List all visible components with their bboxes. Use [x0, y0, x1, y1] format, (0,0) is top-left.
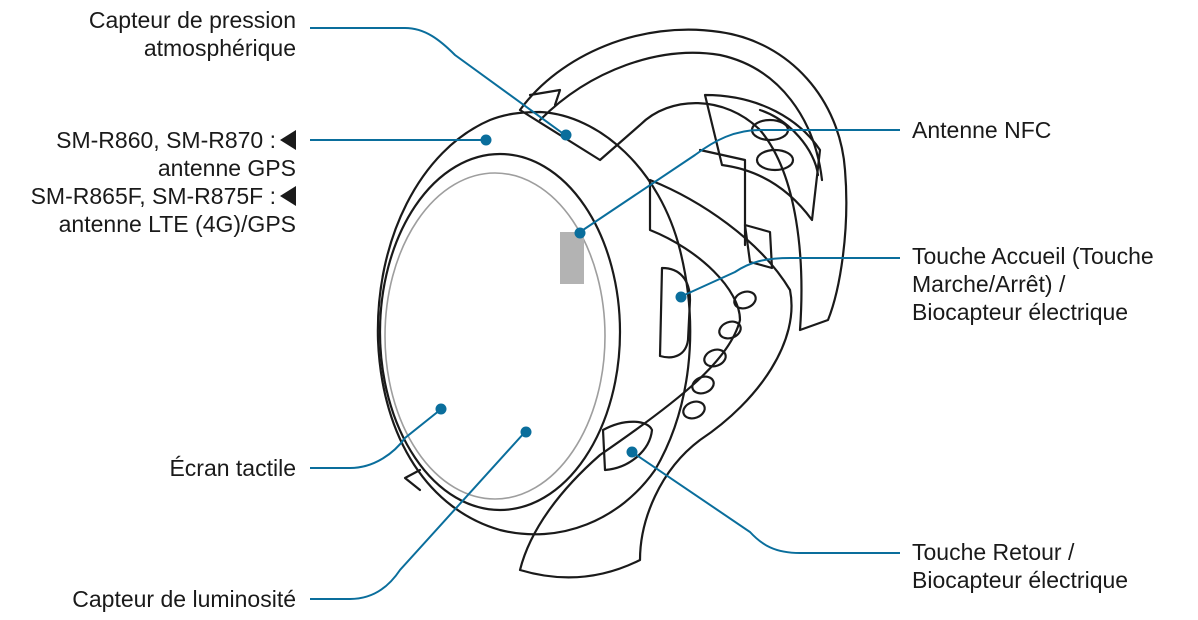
dot-light-sensor	[520, 426, 532, 438]
label-gps-antenna: SM-R860, SM-R870 : antenne GPS SM-R865F,…	[31, 126, 296, 238]
label-home-key-line1: Touche Accueil (Touche	[912, 243, 1154, 269]
bezel	[378, 152, 622, 512]
label-back-key-line1: Touche Retour /	[912, 539, 1075, 565]
nfc-area	[560, 232, 584, 284]
leader-touch-screen	[310, 409, 441, 469]
leader-nfc-antenna	[579, 129, 900, 233]
leader-back-key	[631, 451, 900, 554]
label-home-key-line3: Biocapteur électrique	[912, 299, 1129, 325]
label-touch-screen: Écran tactile	[169, 455, 296, 481]
pointer-triangle-icon	[280, 130, 296, 150]
leader-home-key	[679, 257, 900, 298]
watch-case	[376, 110, 692, 536]
label-home-key-line2: Marche/Arrêt) /	[912, 271, 1066, 297]
label-gps-model-b-desc: antenne LTE (4G)/GPS	[58, 211, 296, 237]
label-home-key: Touche Accueil (Touche Marche/Arrêt) / B…	[912, 242, 1154, 326]
dot-gps-antenna	[480, 134, 492, 146]
label-gps-model-a: SM-R860, SM-R870 :	[31, 126, 296, 154]
leader-light-sensor	[310, 431, 526, 600]
leader-lines	[310, 27, 900, 600]
leader-dots	[435, 129, 687, 458]
label-back-key: Touche Retour / Biocapteur électrique	[912, 538, 1128, 594]
dot-nfc-antenna	[574, 227, 586, 239]
label-gps-model-b-text: SM-R865F, SM-R875F :	[30, 183, 276, 209]
label-gps-model-a-desc: antenne GPS	[157, 155, 296, 181]
label-pressure-sensor: Capteur de pression atmosphérique	[89, 6, 296, 62]
back-key-shape	[601, 420, 654, 472]
dot-touch-screen	[435, 403, 447, 415]
pointer-triangle-icon	[280, 186, 296, 206]
label-gps-model-b: SM-R865F, SM-R875F :	[31, 182, 296, 210]
strap-lower	[518, 178, 793, 579]
label-light-sensor: Capteur de luminosité	[72, 586, 296, 612]
label-pressure-sensor-line2: atmosphérique	[143, 35, 296, 61]
label-nfc-antenna: Antenne NFC	[912, 117, 1052, 143]
screen-outline	[384, 172, 606, 500]
strap-upper	[518, 28, 848, 332]
dot-home-key	[675, 291, 687, 303]
dot-back-key	[626, 446, 638, 458]
label-back-key-line2: Biocapteur électrique	[912, 567, 1129, 593]
home-key-shape	[658, 266, 692, 359]
label-gps-model-a-text: SM-R860, SM-R870 :	[56, 127, 276, 153]
leader-pressure-sensor	[310, 27, 566, 136]
strap-buckle	[703, 93, 822, 222]
label-pressure-sensor-line1: Capteur de pression	[88, 7, 296, 33]
dot-pressure-sensor	[560, 129, 572, 141]
